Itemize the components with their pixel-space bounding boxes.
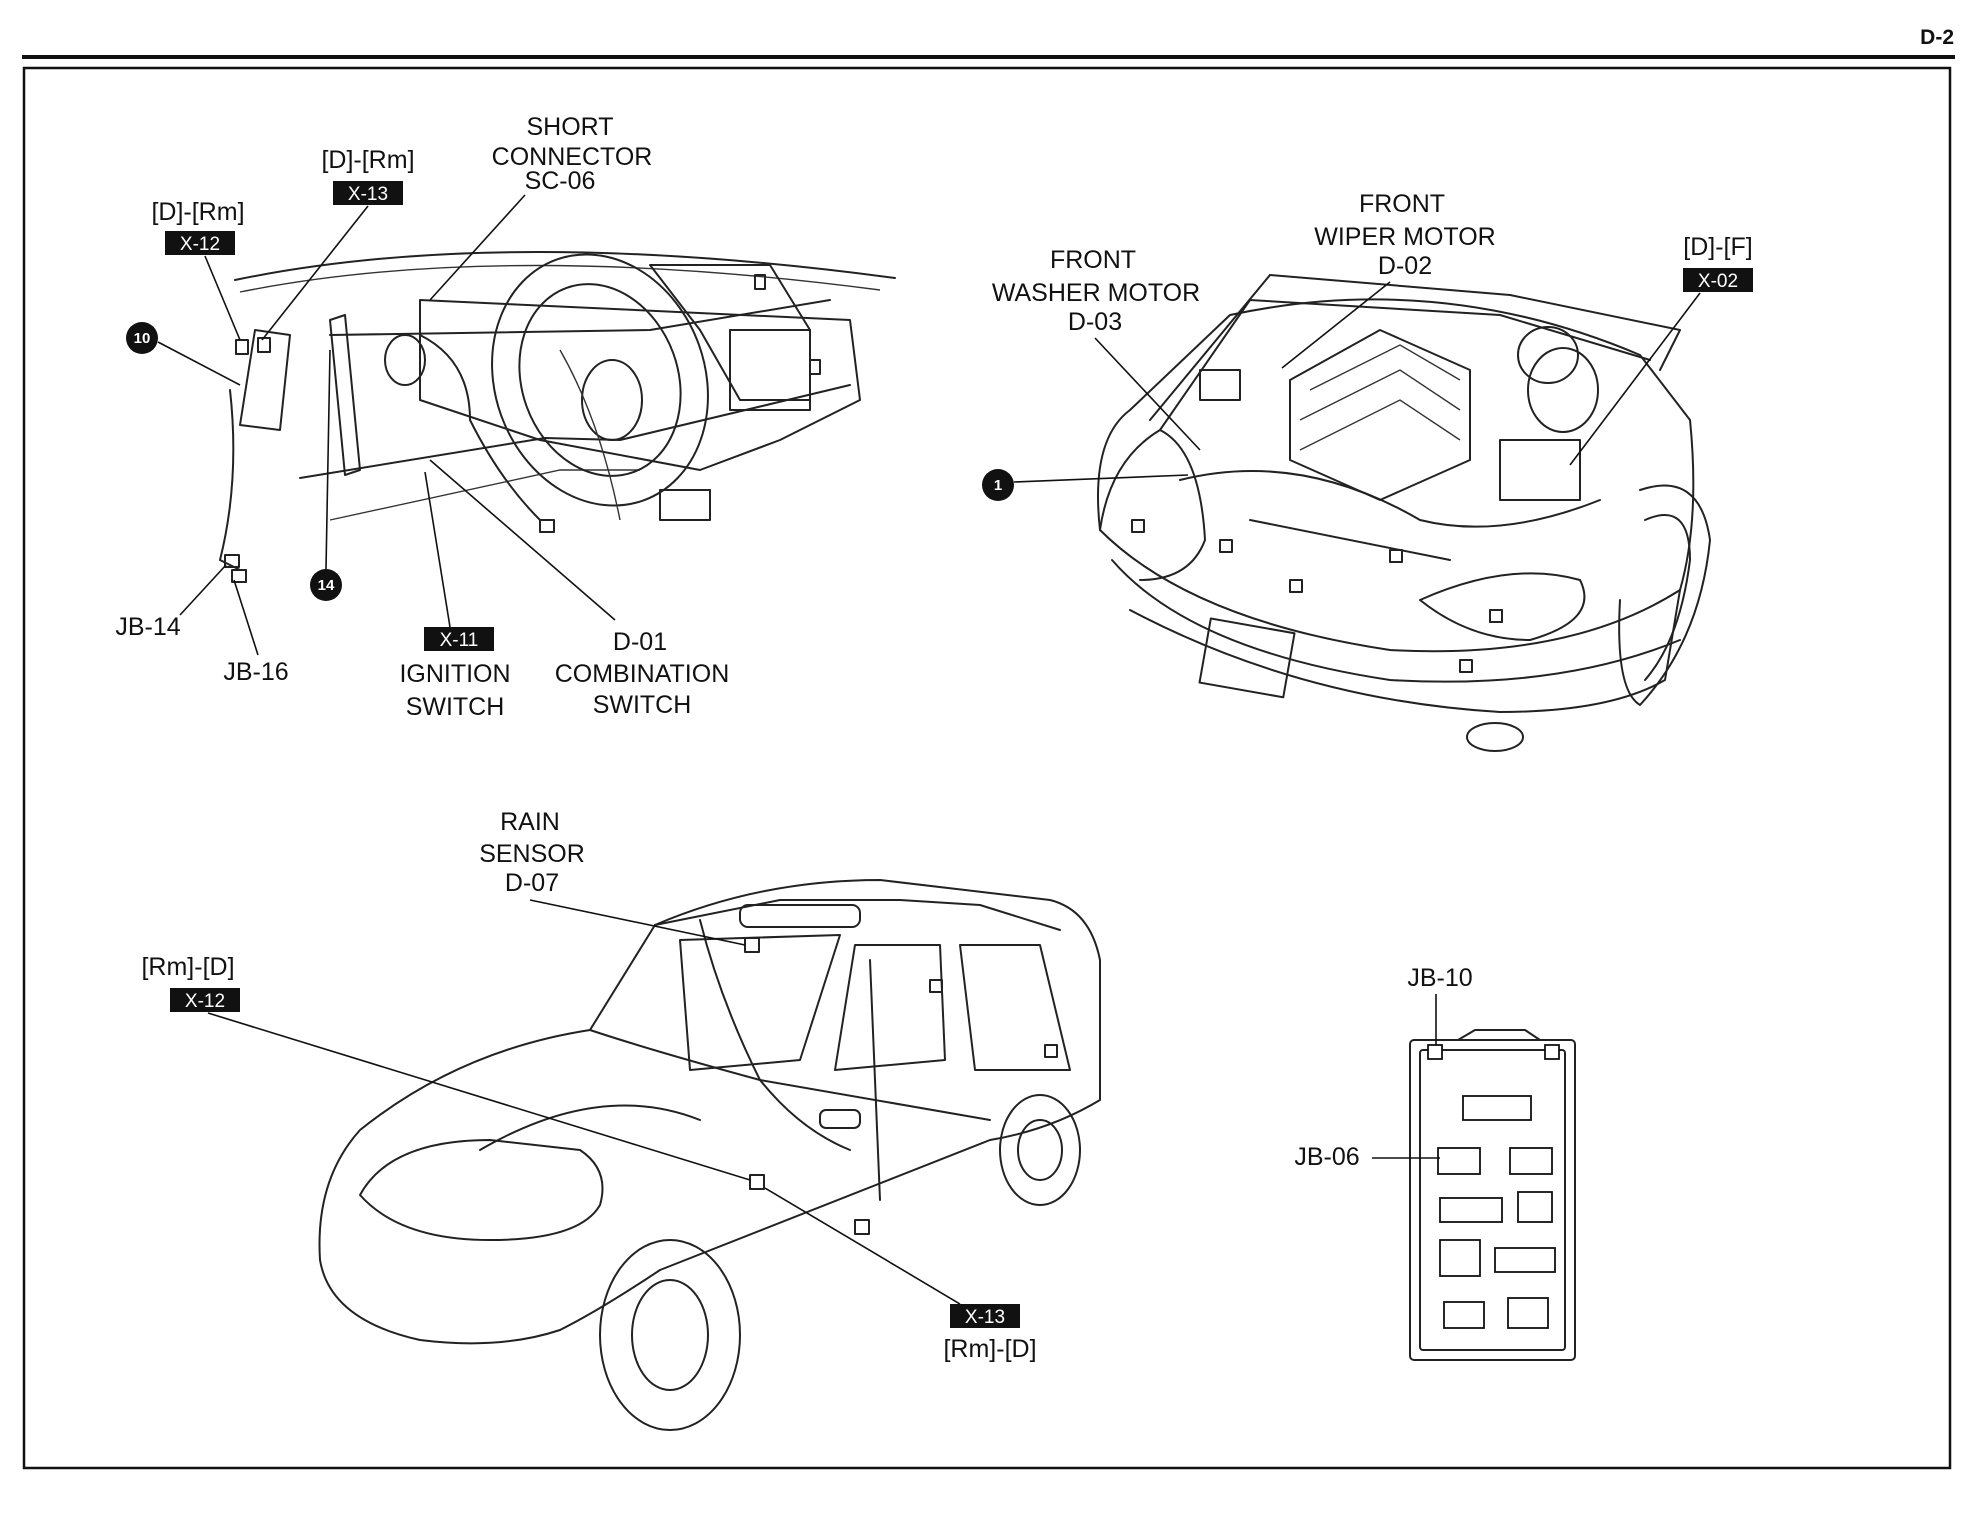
van-x12-code: X-12 <box>185 991 225 1012</box>
dashboard-illustration <box>219 251 896 583</box>
callout-1-leader <box>1013 474 1189 483</box>
short-connector-leader <box>429 194 526 301</box>
front-wheel <box>599 1239 741 1431</box>
x02-code: X-02 <box>1698 271 1738 292</box>
van-x13-leader <box>764 1187 961 1305</box>
dash-x13-leader <box>261 205 369 341</box>
van-x13-tag <box>950 1304 1020 1328</box>
jb16-leader <box>233 579 259 656</box>
rain-sensor-label-1: RAIN <box>500 808 560 836</box>
ignition-switch-label-1: IGNITION <box>399 660 510 688</box>
x02-tag <box>1683 268 1753 292</box>
wiper-motor-label-2: WIPER MOTOR <box>1314 223 1495 251</box>
callout-1-badge <box>982 469 1014 501</box>
x11-code: X-11 <box>440 630 479 651</box>
washer-motor-label-2: WASHER MOTOR <box>992 279 1200 307</box>
dash-x12-code: X-12 <box>180 234 220 255</box>
steering-wheel <box>491 253 709 507</box>
washer-motor-leader <box>1094 337 1201 451</box>
washer-motor-label-3: D-03 <box>1068 308 1122 336</box>
ignition-switch-label-2: SWITCH <box>406 693 505 721</box>
jb14-leader <box>179 564 227 616</box>
rain-sensor-label-3: D-07 <box>505 869 559 897</box>
van-x13-route: [Rm]-[D] <box>943 1335 1036 1363</box>
callout-10-badge <box>126 322 158 354</box>
jb10-label: JB-10 <box>1407 964 1472 992</box>
engine-bay-illustration <box>1097 274 1711 752</box>
rear-wheel <box>999 1094 1081 1206</box>
combination-switch-label-3: SWITCH <box>593 691 692 719</box>
rain-sensor-label-2: SENSOR <box>479 840 585 868</box>
combination-switch-leader <box>429 459 616 621</box>
callout-14-badge <box>310 569 342 601</box>
van-x12-tag <box>170 988 240 1012</box>
callout-14-leader <box>325 349 331 570</box>
x02-leader <box>1569 292 1701 466</box>
page-number: D-2 <box>1920 26 1954 49</box>
short-connector-label-3: SC-06 <box>525 167 596 195</box>
combination-switch-label-2: COMBINATION <box>555 660 730 688</box>
x11-leader <box>424 471 451 628</box>
van-x12-route: [Rm]-[D] <box>141 953 234 981</box>
short-connector-label-1: SHORT <box>526 113 613 141</box>
jb06-label: JB-06 <box>1294 1143 1359 1171</box>
x11-tag <box>424 627 494 651</box>
dash-x12-leader <box>204 255 241 341</box>
van-x13-code: X-13 <box>965 1307 1005 1328</box>
wiper-motor-label-1: FRONT <box>1359 190 1445 218</box>
callout-14-number: 14 <box>318 577 335 594</box>
x02-route: [D]-[F] <box>1683 233 1752 261</box>
callout-10-number: 10 <box>134 330 151 347</box>
wiper-motor-leader <box>1281 281 1391 369</box>
dash-x13-route: [D]-[Rm] <box>321 146 414 174</box>
short-connector-label-2: CONNECTOR <box>492 143 653 171</box>
dash-x13-code: X-13 <box>348 184 388 205</box>
callout-10-leader <box>157 341 241 386</box>
rain-sensor-leader <box>529 899 746 946</box>
washer-motor-label-1: FRONT <box>1050 246 1136 274</box>
dash-x12-route: [D]-[Rm] <box>151 198 244 226</box>
van-x12-leader <box>207 1012 751 1181</box>
van-illustration <box>318 879 1101 1431</box>
jb14-label: JB-14 <box>115 613 180 641</box>
callout-1-number: 1 <box>994 477 1002 494</box>
dash-x12-tag <box>165 231 235 255</box>
combination-switch-label-1: D-01 <box>613 628 667 656</box>
jb16-label: JB-16 <box>223 658 288 686</box>
frame-border <box>22 66 1952 1470</box>
dash-x13-tag <box>333 181 403 205</box>
wiper-motor-label-3: D-02 <box>1378 252 1432 280</box>
junction-box <box>1409 1029 1576 1361</box>
